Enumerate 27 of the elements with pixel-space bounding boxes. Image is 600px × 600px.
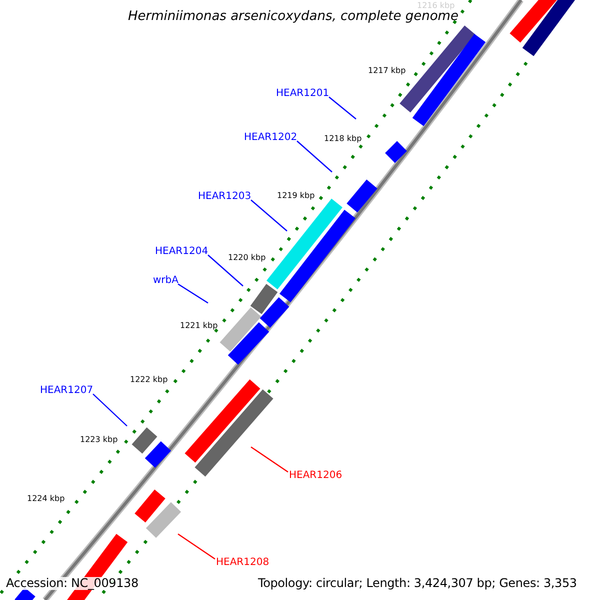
gene-label: HEAR1206	[289, 470, 342, 481]
leader-line	[92, 394, 128, 426]
diagram-title: Herminiimonas arsenicoxydans, complete genome	[128, 10, 458, 24]
tick-label: 1220 kbp	[228, 254, 266, 263]
tick-label: 1221 kbp	[180, 322, 218, 331]
tick-label: 1223 kbp	[80, 436, 118, 445]
gene-label: HEAR1208	[216, 557, 270, 568]
gene-label: wrbA	[153, 275, 178, 286]
leader-line	[250, 446, 288, 472]
accession-text: Accession: NC_009138	[6, 577, 138, 590]
tick-label: 1218 kbp	[324, 135, 362, 144]
gene-label: HEAR1202	[244, 132, 298, 143]
tick-label: 1222 kbp	[130, 376, 168, 385]
gene-label: HEAR1201	[276, 88, 330, 99]
leader-line	[250, 200, 288, 232]
tick-label: 1224 kbp	[27, 495, 65, 504]
leader-line	[208, 254, 244, 286]
gene-label: HEAR1207	[40, 385, 94, 396]
leader-line	[178, 534, 216, 560]
leader-line	[296, 140, 332, 172]
tick-label: 1219 kbp	[277, 192, 315, 201]
leader-line	[328, 96, 356, 120]
gene-label: HEAR1203	[198, 191, 252, 202]
gene-label: HEAR1204	[155, 246, 208, 257]
leader-line	[178, 284, 208, 304]
topology-text: Topology: circular; Length: 3,424,307 bp; Genes: 3,353	[258, 577, 577, 590]
tick-label: 1217 kbp	[368, 67, 406, 76]
